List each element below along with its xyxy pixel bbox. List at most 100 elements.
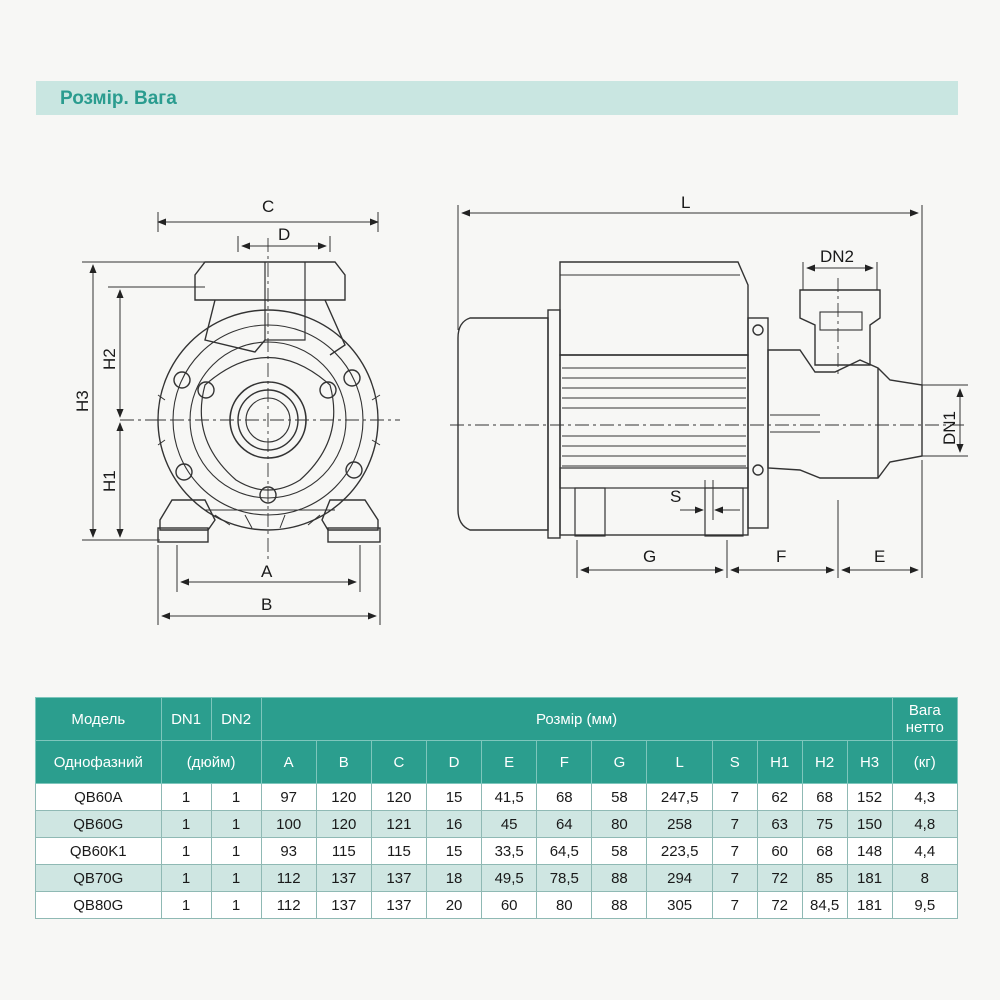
cell-g: 88 bbox=[591, 891, 648, 919]
cell-c: 115 bbox=[370, 837, 427, 865]
cell-model: QB80G bbox=[35, 891, 162, 919]
cell-d: 15 bbox=[425, 783, 483, 811]
table-row: QB70G 1 1 112 137 137 18 49,5 78,5 88 29… bbox=[35, 864, 959, 892]
cell-d: 20 bbox=[425, 891, 483, 919]
header-weight: Вага нетто bbox=[891, 697, 959, 741]
cell-s: 7 bbox=[711, 864, 758, 892]
cell-dn2: 1 bbox=[210, 837, 262, 865]
cell-a: 93 bbox=[260, 837, 317, 865]
cell-l: 247,5 bbox=[646, 783, 713, 811]
cell-weight: 8 bbox=[891, 864, 959, 892]
side-view-labels: L DN2 DN1 S G F E bbox=[643, 193, 959, 566]
cell-c: 137 bbox=[370, 891, 427, 919]
cell-a: 100 bbox=[260, 810, 317, 838]
cell-h3: 150 bbox=[846, 810, 893, 838]
cell-b: 120 bbox=[315, 783, 372, 811]
table-row: QB60K1 1 1 93 115 115 15 33,5 64,5 58 22… bbox=[35, 837, 959, 865]
header-size: Розмір (мм) bbox=[260, 697, 893, 741]
cell-s: 7 bbox=[711, 783, 758, 811]
front-view-labels: C D H3 H2 H1 A B bbox=[73, 197, 290, 614]
cell-h1: 72 bbox=[756, 864, 803, 892]
cell-h1: 60 bbox=[756, 837, 803, 865]
header-col-h3: H3 bbox=[846, 740, 893, 784]
dim-l-label: L bbox=[681, 193, 690, 212]
cell-dn2: 1 bbox=[210, 864, 262, 892]
cell-d: 16 bbox=[425, 810, 483, 838]
dim-c-label: C bbox=[262, 197, 274, 216]
cell-f: 78,5 bbox=[536, 864, 593, 892]
dim-d-label: D bbox=[278, 225, 290, 244]
header-phase: Однофазний bbox=[35, 740, 162, 784]
dim-dn2-label: DN2 bbox=[820, 247, 854, 266]
cell-weight: 4,4 bbox=[891, 837, 959, 865]
cell-h2: 68 bbox=[801, 837, 848, 865]
cell-f: 68 bbox=[536, 783, 593, 811]
cell-l: 223,5 bbox=[646, 837, 713, 865]
cell-dn1: 1 bbox=[160, 837, 212, 865]
cell-h2: 85 bbox=[801, 864, 848, 892]
cell-b: 120 bbox=[315, 810, 372, 838]
cell-l: 294 bbox=[646, 864, 713, 892]
cell-a: 112 bbox=[260, 891, 317, 919]
front-view bbox=[82, 212, 400, 625]
cell-h2: 84,5 bbox=[801, 891, 848, 919]
cell-e: 49,5 bbox=[481, 864, 538, 892]
cell-dn1: 1 bbox=[160, 864, 212, 892]
header-col-b: B bbox=[315, 740, 372, 784]
cell-dn1: 1 bbox=[160, 891, 212, 919]
dim-g-label: G bbox=[643, 547, 656, 566]
dim-a-label: A bbox=[261, 562, 273, 581]
table-header-row-2: Однофазний (дюйм) A B C D E F G L S H1 H… bbox=[35, 740, 959, 784]
cell-b: 115 bbox=[315, 837, 372, 865]
header-col-g: G bbox=[591, 740, 648, 784]
cell-g: 58 bbox=[591, 837, 648, 865]
header-col-f: F bbox=[536, 740, 593, 784]
cell-h1: 62 bbox=[756, 783, 803, 811]
dim-b-label: B bbox=[261, 595, 272, 614]
cell-c: 121 bbox=[370, 810, 427, 838]
table-row: QB60G 1 1 100 120 121 16 45 64 80 258 7 … bbox=[35, 810, 959, 838]
cell-e: 45 bbox=[481, 810, 538, 838]
cell-model: QB60G bbox=[35, 810, 162, 838]
header-col-h1: H1 bbox=[756, 740, 803, 784]
cell-s: 7 bbox=[711, 891, 758, 919]
header-kg: (кг) bbox=[891, 740, 959, 784]
cell-dn1: 1 bbox=[160, 783, 212, 811]
spec-table: Модель DN1 DN2 Розмір (мм) Вага нетто Од… bbox=[35, 697, 959, 919]
cell-model: QB70G bbox=[35, 864, 162, 892]
cell-g: 88 bbox=[591, 864, 648, 892]
header-dn1: DN1 bbox=[160, 697, 212, 741]
header-inch: (дюйм) bbox=[160, 740, 262, 784]
cell-b: 137 bbox=[315, 864, 372, 892]
cell-d: 15 bbox=[425, 837, 483, 865]
header-col-h2: H2 bbox=[801, 740, 848, 784]
cell-dn2: 1 bbox=[210, 810, 262, 838]
dim-dn1-label: DN1 bbox=[940, 411, 959, 445]
header-col-s: S bbox=[711, 740, 758, 784]
cell-a: 97 bbox=[260, 783, 317, 811]
dim-f-label: F bbox=[776, 547, 786, 566]
cell-e: 60 bbox=[481, 891, 538, 919]
dim-s-label: S bbox=[670, 487, 681, 506]
cell-weight: 4,3 bbox=[891, 783, 959, 811]
cell-l: 258 bbox=[646, 810, 713, 838]
section-header: Розмір. Вага bbox=[36, 81, 958, 115]
cell-weight: 9,5 bbox=[891, 891, 959, 919]
header-model: Модель bbox=[35, 697, 162, 741]
header-col-e: E bbox=[481, 740, 538, 784]
dim-h1-label: H1 bbox=[100, 470, 119, 492]
cell-a: 112 bbox=[260, 864, 317, 892]
cell-model: QB60K1 bbox=[35, 837, 162, 865]
cell-g: 58 bbox=[591, 783, 648, 811]
technical-drawing: C D H3 H2 H1 A B bbox=[73, 193, 968, 625]
cell-s: 7 bbox=[711, 837, 758, 865]
cell-h3: 181 bbox=[846, 891, 893, 919]
cell-f: 80 bbox=[536, 891, 593, 919]
cell-b: 137 bbox=[315, 891, 372, 919]
cell-model: QB60A bbox=[35, 783, 162, 811]
cell-f: 64,5 bbox=[536, 837, 593, 865]
cell-h3: 152 bbox=[846, 783, 893, 811]
table-row: QB60A 1 1 97 120 120 15 41,5 68 58 247,5… bbox=[35, 783, 959, 811]
cell-h2: 75 bbox=[801, 810, 848, 838]
cell-h1: 63 bbox=[756, 810, 803, 838]
